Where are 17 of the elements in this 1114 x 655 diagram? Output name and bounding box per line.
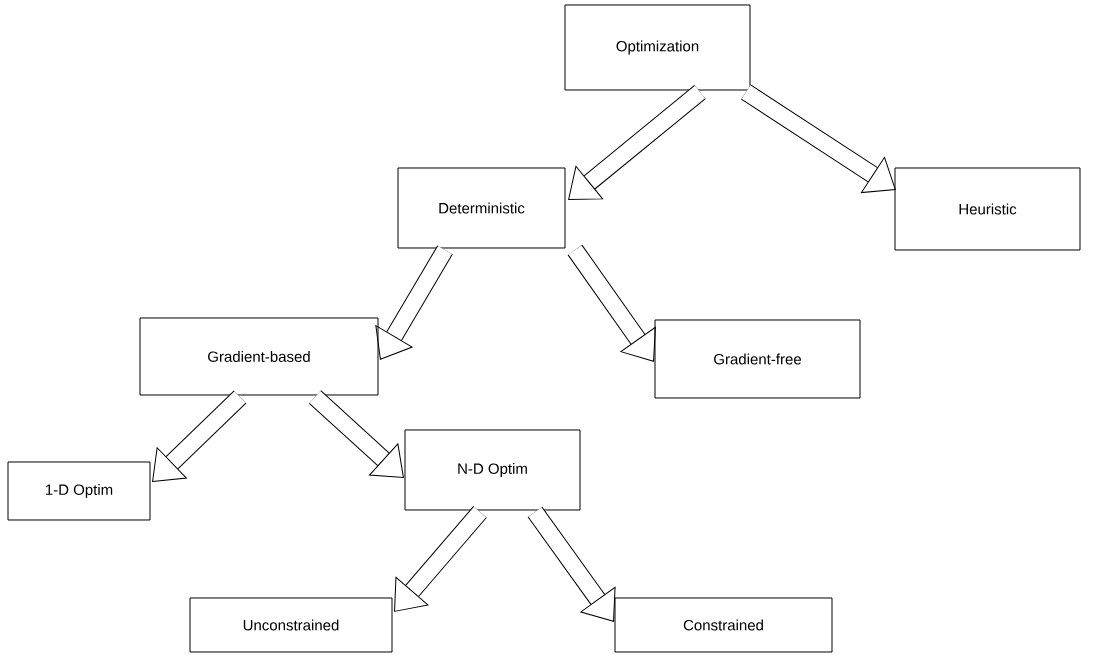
box: Constrained [614, 597, 833, 653]
block-arrow [567, 244, 656, 362]
box: 1-D Optim [7, 461, 151, 521]
block-arrow [741, 84, 896, 194]
block-arrow [152, 390, 247, 482]
box: Gradient-based [139, 317, 379, 396]
box: Optimization [564, 4, 751, 91]
box: Gradient-free [654, 319, 861, 399]
box: Unconstrained [189, 597, 393, 653]
box: N-D Optim [404, 429, 581, 511]
block-arrow [394, 506, 487, 612]
block-arrow [527, 506, 616, 622]
block-arrow [308, 390, 404, 478]
box: Heuristic [894, 167, 1081, 251]
box: Deterministic [397, 167, 566, 249]
block-arrow [568, 85, 706, 200]
block-arrow [375, 245, 453, 360]
